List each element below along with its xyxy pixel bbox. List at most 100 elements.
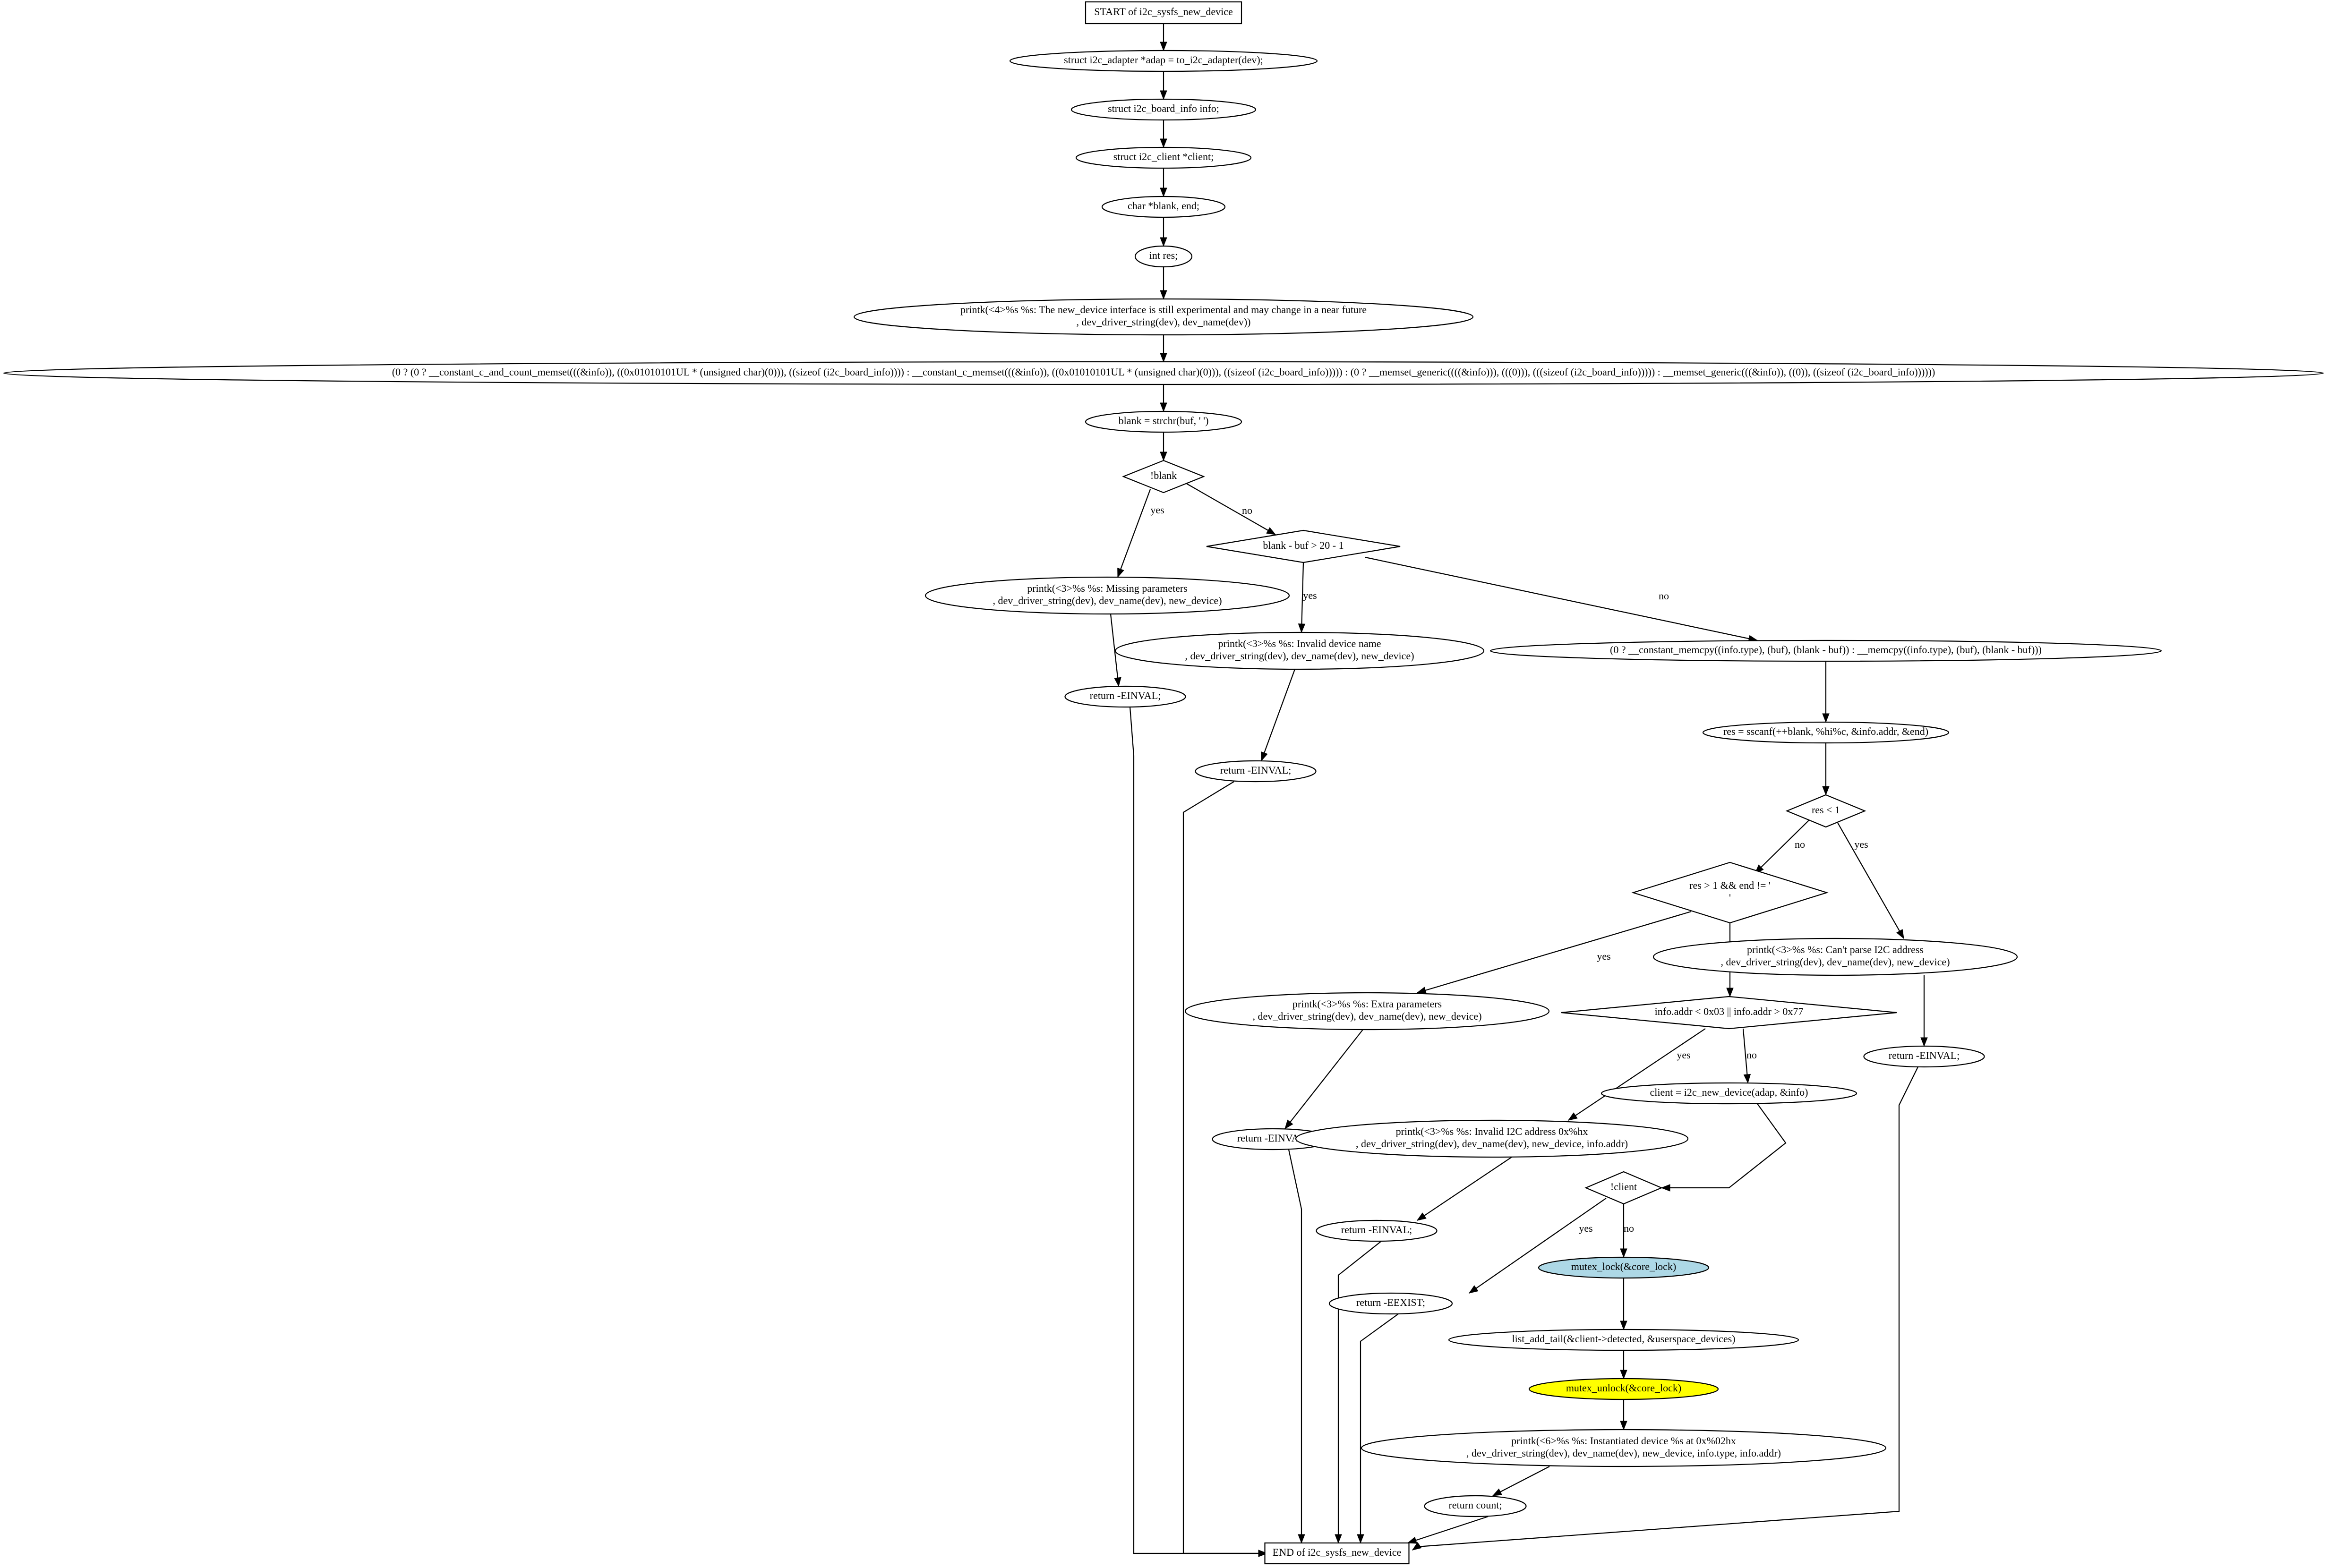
ellipse-shape bbox=[1070, 98, 1257, 121]
node-text: int res; bbox=[1149, 249, 1178, 261]
diamond-shape bbox=[1561, 996, 1897, 1030]
ellipse-shape bbox=[1009, 50, 1318, 72]
edge-n_adap-to-n_info bbox=[1160, 71, 1167, 100]
node-text: (0 ? __constant_memcpy((info.type), (buf… bbox=[1610, 644, 2042, 656]
edge-n_blank_decl-to-n_res_decl bbox=[1160, 217, 1167, 247]
ellipse-shape bbox=[1316, 1219, 1438, 1242]
arrowhead bbox=[1468, 1285, 1479, 1294]
node-text: client = i2c_new_device(adap, &info) bbox=[1650, 1086, 1808, 1098]
node-text: struct i2c_client *client; bbox=[1113, 151, 1214, 162]
node-d_client: !client bbox=[1584, 1171, 1663, 1205]
edge-n_missing-to-r1 bbox=[1110, 614, 1121, 687]
arrowhead bbox=[1160, 353, 1167, 363]
edge-label: no bbox=[1242, 504, 1252, 516]
node-n_info: struct i2c_board_info info; bbox=[1070, 98, 1257, 121]
edge-r3-to-end bbox=[1412, 1066, 1918, 1551]
node-text: printk(<3>%s %s: Extra parameters bbox=[1292, 998, 1442, 1010]
arrowhead bbox=[1160, 237, 1167, 247]
edge-line bbox=[1417, 911, 1692, 994]
ellipse-shape bbox=[1328, 1292, 1453, 1315]
edge-label: yes bbox=[1677, 1049, 1690, 1061]
edge-n_instantiated-to-r_count bbox=[1492, 1466, 1550, 1496]
node-text: printk(<4>%s %s: The new_device interfac… bbox=[960, 304, 1367, 315]
node-n_sscanf: res = sscanf(++blank, %hi%c, &info.addr,… bbox=[1702, 721, 1950, 744]
node-text: , dev_driver_string(dev), dev_name(dev),… bbox=[1466, 1447, 1781, 1459]
edge-n_invalid_addr-to-r5 bbox=[1416, 1157, 1512, 1221]
arrowhead bbox=[1160, 42, 1167, 51]
edge-d_addr-to-n_new_device: no bbox=[1742, 1028, 1757, 1084]
node-text: , dev_driver_string(dev), dev_name(dev),… bbox=[1185, 650, 1414, 662]
arrowhead bbox=[1335, 1534, 1342, 1544]
box-shape bbox=[1264, 1542, 1410, 1565]
ellipse-shape bbox=[1064, 685, 1186, 708]
ellipse-shape bbox=[1114, 631, 1485, 670]
edge-line bbox=[1185, 483, 1276, 535]
edge-line bbox=[1492, 1466, 1550, 1496]
node-r5: return -EINVAL; bbox=[1316, 1219, 1438, 1242]
node-n_lock: mutex_lock(&core_lock) bbox=[1538, 1256, 1710, 1279]
edge-n_new_device-to-d_client bbox=[1660, 1103, 1787, 1192]
node-text: return -EINVAL; bbox=[1090, 690, 1161, 701]
arrowhead bbox=[1896, 929, 1904, 939]
edge-n_extra-to-r4 bbox=[1284, 1029, 1363, 1130]
arrowhead bbox=[1160, 187, 1167, 197]
edge-label: yes bbox=[1150, 504, 1164, 516]
edge-label: yes bbox=[1579, 1222, 1592, 1234]
node-text: printk(<3>%s %s: Can't parse I2C address bbox=[1747, 944, 1924, 955]
edge-label: no bbox=[1659, 590, 1669, 602]
node-text: printk(<3>%s %s: Missing parameters bbox=[1027, 582, 1188, 594]
node-r2: return -EINVAL; bbox=[1195, 760, 1317, 783]
node-d_extra: res > 1 && end != '' bbox=[1631, 861, 1829, 924]
edge-line bbox=[1182, 781, 1267, 1554]
node-n_memcpy: (0 ? __constant_memcpy((info.type), (buf… bbox=[1489, 639, 2162, 662]
node-text: return -EINVAL; bbox=[1341, 1224, 1412, 1236]
node-text: END of i2c_sysfs_new_device bbox=[1273, 1546, 1402, 1558]
node-text: START of i2c_sysfs_new_device bbox=[1094, 6, 1232, 17]
edge-n_list_add-to-n_unlock bbox=[1620, 1350, 1627, 1380]
edge-d_len-to-n_memcpy: no bbox=[1365, 556, 1758, 642]
ellipse-shape bbox=[853, 298, 1474, 336]
edge-r4-to-end bbox=[1288, 1149, 1305, 1544]
edge-line bbox=[1288, 1149, 1302, 1543]
arrowhead bbox=[1298, 1534, 1305, 1544]
arrowhead bbox=[1920, 1037, 1928, 1047]
edge-n_info-to-n_client bbox=[1160, 120, 1167, 148]
arrowhead bbox=[1160, 138, 1167, 148]
edge-n_invalid_name-to-r2 bbox=[1260, 669, 1296, 762]
edge-r5-to-end bbox=[1335, 1241, 1382, 1544]
ellipse-shape bbox=[1195, 760, 1317, 783]
ellipse-shape bbox=[1652, 937, 2018, 976]
ellipse-shape bbox=[1863, 1045, 1985, 1068]
arrowhead bbox=[1620, 1421, 1627, 1431]
node-text: list_add_tail(&client->detected, &usersp… bbox=[1512, 1333, 1736, 1345]
edge-line bbox=[1469, 1198, 1607, 1294]
edge-label: no bbox=[1795, 838, 1805, 850]
arrowhead bbox=[1114, 677, 1121, 687]
arrowhead bbox=[1620, 1370, 1627, 1380]
edge-n_unlock-to-n_instantiated bbox=[1620, 1399, 1627, 1431]
node-text: , dev_driver_string(dev), dev_name(dev),… bbox=[1252, 1010, 1481, 1022]
edge-line bbox=[1260, 669, 1296, 761]
arrowhead bbox=[1407, 1536, 1417, 1544]
node-n_extra: printk(<3>%s %s: Extra parameters, dev_d… bbox=[1184, 992, 1550, 1031]
arrowhead bbox=[1266, 527, 1276, 535]
ellipse-shape bbox=[1295, 1119, 1689, 1158]
arrowhead bbox=[1357, 1534, 1364, 1544]
edge-line bbox=[1365, 556, 1758, 641]
arrowhead bbox=[1822, 786, 1830, 796]
diamond-shape bbox=[1584, 1171, 1663, 1205]
edge-line bbox=[1110, 614, 1120, 687]
node-text: res > 1 && end != ' bbox=[1689, 879, 1771, 891]
arrowhead bbox=[1117, 567, 1124, 578]
node-text: , dev_driver_string(dev), dev_name(dev),… bbox=[1720, 956, 1950, 968]
edge-r_count-to-end bbox=[1407, 1516, 1489, 1544]
node-n_memset: (0 ? (0 ? __constant_c_and_count_memset(… bbox=[3, 361, 2324, 385]
edge-label: no bbox=[1624, 1222, 1634, 1234]
node-text: char *blank, end; bbox=[1128, 200, 1199, 212]
node-n_printk_warn: printk(<4>%s %s: The new_device interfac… bbox=[853, 298, 1474, 336]
node-text: blank = strchr(buf, ' ') bbox=[1119, 415, 1209, 426]
edge-line bbox=[1337, 1241, 1382, 1543]
edge-start-to-n_adap bbox=[1160, 24, 1167, 51]
ellipse-shape bbox=[1600, 1082, 1857, 1105]
